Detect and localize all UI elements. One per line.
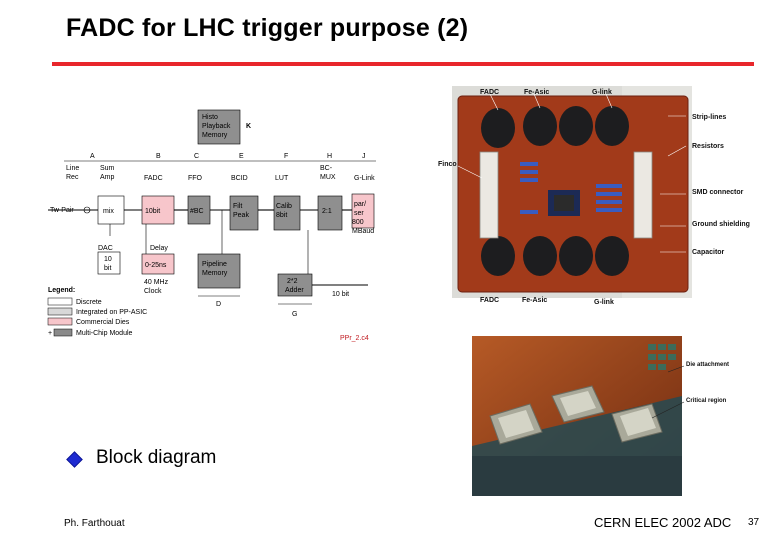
title-divider [52, 62, 754, 66]
pipeline-memory-block [197, 253, 241, 289]
histo-label-2: Playback [202, 123, 231, 130]
board-label-feasic-top: Fe-Asic [524, 89, 549, 96]
pipeline-label-1: Pipeline [202, 261, 227, 268]
board-label-finco: Finco [438, 161, 457, 168]
bc-label: #BC [190, 208, 204, 215]
board-label-glink-bottom: G-link [594, 299, 614, 306]
line-receiver [83, 206, 91, 214]
chain-label-line-rec-2: Rec [66, 174, 79, 181]
board-label-resistors: Resistors [692, 143, 724, 150]
output-rate-1: 800 [352, 219, 364, 226]
chain-label-lut: LUT [275, 175, 289, 182]
die-label-attachment: Die attachment [686, 362, 729, 368]
adder-label-2: Adder [285, 287, 304, 294]
column-letter-c: C [194, 153, 199, 160]
legend-title: Legend: [48, 287, 75, 294]
chain-label-ffo: FFO [188, 175, 203, 182]
chain-label-sum-amp-2: Amp [100, 174, 115, 181]
mux-ratio-label: 2:1 [322, 208, 332, 215]
board-label-smd: SMD connector [692, 189, 744, 196]
slide-title: FADC for LHC trigger purpose (2) [66, 14, 469, 42]
column-letter-a: A [90, 153, 95, 160]
chain-label-line-rec-1: Line [66, 165, 79, 172]
footer-author: Ph. Farthouat [64, 518, 125, 529]
board-photo: FADC Fe-Asic G-link FADC Fe-Asic G-link … [438, 86, 750, 306]
footer-conference: CERN ELEC 2002 ADC [594, 515, 732, 530]
column-letter-f: F [284, 153, 288, 160]
pipeline-letter: D [216, 301, 221, 308]
legend-prefix-mcm: + [48, 330, 52, 337]
dac-label: DAC [98, 245, 113, 252]
legend-swatch-discrete [47, 297, 73, 306]
fadc-bits-label: 10bit [145, 208, 160, 215]
bullet-diamond [66, 451, 83, 468]
clock-label-2: Clock [144, 288, 162, 295]
dac-bits-2: bit [104, 265, 111, 272]
histo-letter: K [246, 123, 251, 130]
legend-label-discrete: Discrete [76, 299, 102, 306]
adder-label-1: 2*2 [287, 278, 298, 285]
board-label-striplines: Strip-lines [692, 114, 726, 121]
delay-label: Delay [150, 245, 168, 252]
mix-label: mix [103, 208, 114, 215]
histo-label-1: Histo [202, 114, 218, 121]
dac-block [97, 251, 121, 275]
legend-label-asic: Integrated on PP-ASIC [76, 309, 147, 316]
column-letter-h: H [327, 153, 332, 160]
chain-label-bc-mux-1: BC- [320, 165, 333, 172]
adder-letter: G [292, 311, 297, 318]
calib-label: Calib [276, 203, 292, 210]
chain-label-sum-amp-1: Sum [100, 165, 115, 172]
legend-label-mcm: Multi-Chip Module [76, 330, 133, 337]
column-letter-j: J [362, 153, 366, 160]
adder-out-label: 10 bit [332, 291, 349, 298]
calib-bits-label: 8bit [276, 212, 287, 219]
chain-label-bcid: BCID [231, 175, 248, 182]
input-label: Tw-Pair [50, 207, 74, 214]
histo-playback-memory-block [197, 109, 241, 145]
pipeline-label-2: Memory [202, 270, 228, 277]
peak-label: Peak [233, 212, 249, 219]
clock-label-1: 40 MHz [144, 279, 169, 286]
filt-label: Filt [233, 203, 242, 210]
die-label-critical: Critical region [686, 398, 727, 404]
delay-value: 0-25ns [145, 262, 167, 269]
block-diagram: A B C E F H J Histo Playback Memory K Li… [47, 109, 376, 342]
die-photo: Die attachment Critical region [472, 336, 762, 496]
legend-label-commercial: Commercial Dies [76, 319, 130, 326]
column-letter-e: E [239, 153, 244, 160]
board-label-feasic-bottom: Fe-Asic [522, 297, 547, 304]
parser-label-2: ser [354, 210, 364, 217]
board-label-ground: Ground shielding [692, 221, 750, 228]
board-label-capacitor: Capacitor [692, 249, 725, 256]
bcid-block [229, 195, 259, 231]
column-letter-b: B [156, 153, 161, 160]
chain-label-fadc: FADC [144, 175, 163, 182]
legend-swatch-commercial [47, 317, 73, 326]
page-number: 37 [748, 517, 760, 528]
chain-label-bc-mux-2: MUX [320, 174, 336, 181]
legend-swatch-mcm [53, 328, 73, 337]
bc-mux-block [317, 195, 343, 231]
legend-swatch-asic [47, 307, 73, 316]
delay-block [141, 253, 175, 275]
lut-block [273, 195, 301, 231]
board-label-fadc-bottom: FADC [480, 297, 499, 304]
bullet-text: Block diagram [96, 447, 217, 468]
glink-block [351, 193, 375, 229]
board-label-glink-top: G-link [592, 89, 612, 96]
chain-label-glink: G-Link [354, 175, 375, 182]
board-label-fadc-top: FADC [480, 89, 499, 96]
histo-label-3: Memory [202, 132, 228, 139]
parser-label-1: par/ [354, 201, 366, 208]
output-rate-2: MBaud [352, 228, 374, 235]
dac-bits-1: 10 [104, 256, 112, 263]
diagram-ref: PPr_2.c4 [340, 335, 369, 342]
